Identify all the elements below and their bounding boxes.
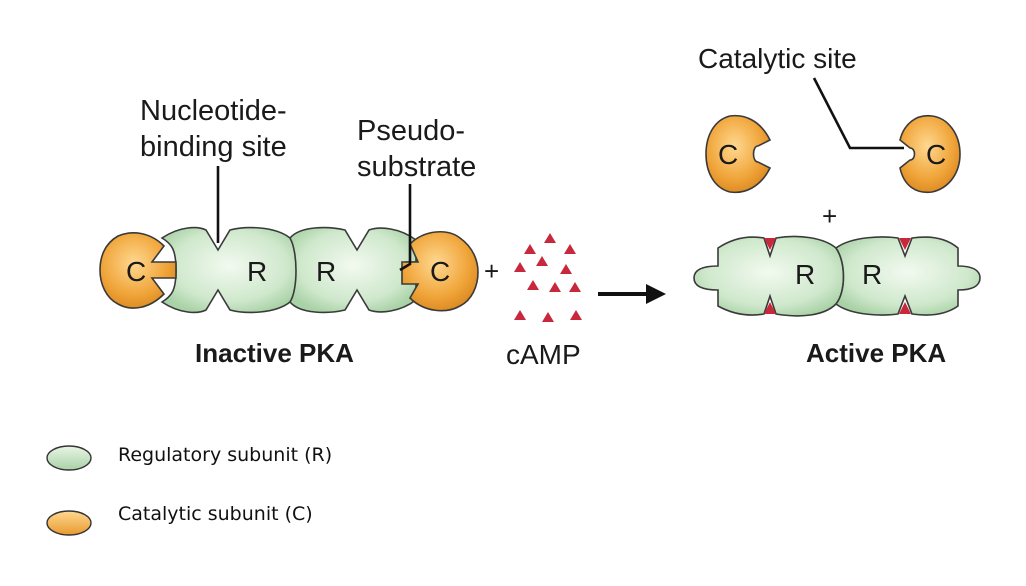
camp-triangle <box>536 256 548 266</box>
free-catalytic-subunit-right <box>899 115 961 194</box>
regulatory-subunit-active-left <box>693 235 845 317</box>
camp-triangle <box>560 264 572 274</box>
catalytic-site-pointer <box>812 77 904 150</box>
c-label-right: C <box>430 256 450 287</box>
legend-regulatory-label: Regulatory subunit (R) <box>118 444 332 466</box>
c-label-free-left: C <box>718 139 738 170</box>
camp-molecules <box>514 233 582 322</box>
bound-camp-triangle <box>764 238 776 250</box>
nucleotide-binding-site-callout: Nucleotide- binding site <box>140 95 287 243</box>
free-catalytic-subunit-left <box>705 114 772 194</box>
regulatory-subunit-active-right <box>834 236 981 316</box>
camp-triangle <box>569 282 581 292</box>
r-label-active-left: R <box>795 259 815 290</box>
legend-regulatory-swatch <box>46 445 92 471</box>
nucleotide-binding-site-label-line1: Nucleotide- <box>140 95 287 127</box>
camp-triangle <box>544 233 556 243</box>
inactive-pka-complex: C R R C <box>99 226 479 314</box>
camp-triangle <box>514 262 526 272</box>
pseudosubstrate-label-line2: substrate <box>357 151 476 183</box>
camp-label: cAMP <box>506 339 581 370</box>
camp-triangle <box>514 310 526 320</box>
pseudosubstrate-label-line1: Pseudo- <box>357 115 465 147</box>
catalytic-subunit-left <box>99 232 177 309</box>
camp-triangle <box>549 282 561 292</box>
legend-catalytic-label: Catalytic subunit (C) <box>118 503 313 525</box>
inactive-pka-caption: Inactive PKA <box>195 338 354 368</box>
regulatory-subunit-right <box>289 226 417 314</box>
pseudosubstrate-pointer <box>399 184 412 272</box>
legend-catalytic-swatch <box>46 510 92 536</box>
legend: Regulatory subunit (R) Catalytic subunit… <box>46 444 332 536</box>
r-label-right: R <box>316 256 336 287</box>
camp-triangle <box>570 310 582 320</box>
camp-triangle <box>564 244 576 254</box>
plus-sign-active: + <box>822 201 837 231</box>
active-pka-caption: Active PKA <box>806 338 946 368</box>
camp-triangle <box>542 312 554 322</box>
catalytic-site-label: Catalytic site <box>698 43 857 74</box>
plus-sign-camp: + <box>484 256 499 286</box>
active-r-dimer: R R <box>693 235 981 317</box>
c-label-free-right: C <box>926 139 946 170</box>
bound-camp-triangle <box>764 302 776 314</box>
r-label-active-right: R <box>862 259 882 290</box>
c-label-left: C <box>126 256 146 287</box>
reaction-arrow <box>598 284 666 304</box>
catalytic-subunit-right <box>401 231 479 312</box>
bound-camp-triangle <box>899 302 911 314</box>
nucleotide-binding-site-label-line2: binding site <box>140 131 287 163</box>
regulatory-subunit-left <box>160 226 299 314</box>
r-label-left: R <box>247 256 267 287</box>
pseudosubstrate-callout: Pseudo- substrate <box>357 115 476 272</box>
camp-triangle <box>524 244 536 254</box>
bound-camp-triangle <box>899 238 911 250</box>
camp-triangle <box>527 280 539 290</box>
